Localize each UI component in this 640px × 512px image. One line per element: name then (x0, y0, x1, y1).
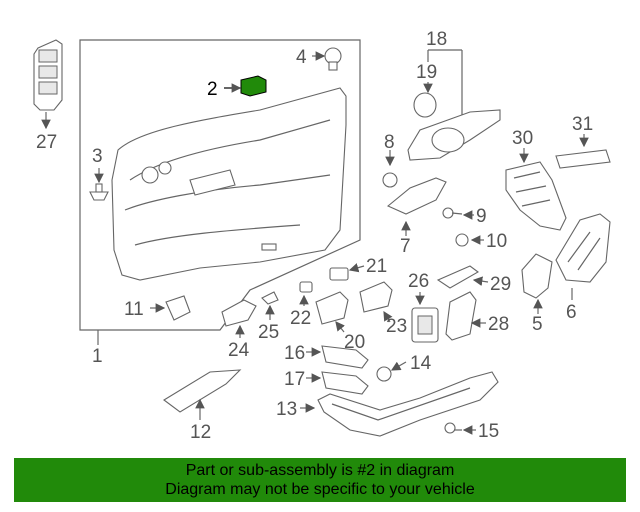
callout-21: 21 (366, 256, 387, 277)
part-11-part[interactable] (150, 295, 191, 321)
callout-29: 29 (490, 274, 511, 295)
callout-6: 6 (566, 302, 577, 323)
part-1-door-panel[interactable] (79, 39, 361, 345)
part-3-clip[interactable] (89, 168, 109, 201)
callout-labels: 1 2 3 4 5 6 7 8 9 10 11 12 13 14 15 16 1… (36, 29, 593, 443)
banner-line-1: Part or sub-assembly is #2 in diagram (185, 462, 455, 479)
callout-9: 9 (476, 206, 487, 227)
part-12-pad[interactable] (163, 369, 242, 420)
callout-7: 7 (400, 236, 411, 257)
part-16-part[interactable] (306, 345, 369, 369)
part-19-speaker-ring[interactable] (413, 82, 437, 118)
callout-14: 14 (410, 353, 432, 374)
callout-20: 20 (344, 332, 365, 353)
callout-12: 12 (190, 422, 211, 443)
callout-23: 23 (386, 316, 407, 337)
part-25-part[interactable] (261, 291, 279, 320)
callout-1: 1 (92, 346, 103, 367)
parts-diagram: 1 2 3 4 5 6 7 8 9 10 11 12 13 14 15 16 1… (33, 29, 611, 443)
callout-4: 4 (296, 47, 307, 68)
part-28-switch-panel[interactable] (445, 291, 486, 341)
callout-24: 24 (228, 340, 250, 361)
callout-15: 15 (478, 421, 499, 442)
callout-22: 22 (290, 308, 311, 329)
notice-banner: Part or sub-assembly is #2 in diagram Di… (14, 458, 626, 502)
part-7-handle-bezel[interactable] (386, 177, 447, 236)
part-30-insert[interactable] (505, 148, 567, 231)
callout-2: 2 (207, 79, 218, 100)
callout-3: 3 (92, 146, 103, 167)
callout-17: 17 (284, 369, 305, 390)
part-15-screw[interactable] (444, 422, 476, 435)
callout-5: 5 (532, 314, 543, 335)
banner-line-2: Diagram may not be specific to your vehi… (165, 481, 475, 498)
part-6-module[interactable] (555, 213, 611, 300)
part-22-part[interactable] (299, 281, 313, 306)
part-13-armrest[interactable] (300, 371, 499, 437)
callout-16: 16 (284, 343, 305, 364)
part-31-trim[interactable] (555, 134, 611, 169)
part-26-switch[interactable] (411, 292, 439, 343)
callout-31: 31 (572, 114, 593, 135)
part-14-clip[interactable] (376, 361, 407, 382)
callout-11: 11 (124, 299, 144, 320)
part-17-part[interactable] (306, 371, 369, 395)
part-23-part[interactable] (359, 281, 393, 323)
part-4-clip[interactable] (312, 47, 342, 71)
callout-26: 26 (408, 271, 429, 292)
callout-13: 13 (276, 399, 297, 420)
callout-30: 30 (512, 128, 533, 149)
callout-8: 8 (384, 132, 395, 153)
callout-10: 10 (486, 231, 507, 252)
callout-28: 28 (488, 314, 509, 335)
part-20-part[interactable] (315, 291, 349, 333)
callout-19: 19 (416, 62, 437, 83)
callout-25: 25 (258, 322, 279, 343)
part-27-window-switch[interactable] (33, 39, 63, 130)
part-18-speaker-grille[interactable] (407, 49, 501, 161)
part-9-screw[interactable] (442, 207, 474, 220)
part-24-part[interactable] (221, 299, 257, 338)
part-2-highlighted[interactable] (224, 75, 267, 97)
callout-27: 27 (36, 132, 57, 153)
part-10-ring[interactable] (455, 233, 484, 247)
callout-18: 18 (426, 29, 447, 50)
part-5-bracket[interactable] (521, 253, 553, 314)
part-29-switch-cover[interactable] (436, 265, 489, 289)
part-21-part[interactable] (329, 263, 365, 281)
part-8-clip[interactable] (382, 150, 398, 188)
